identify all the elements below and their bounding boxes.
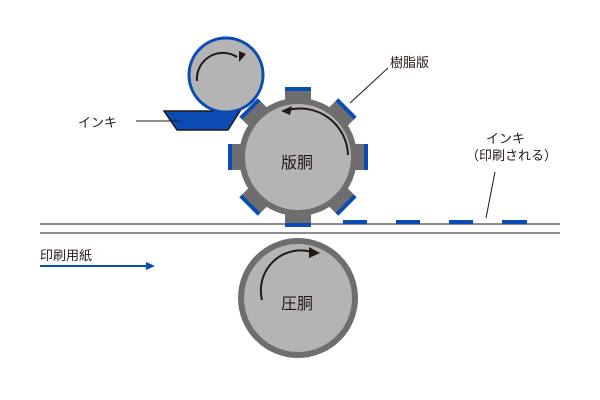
ink-roller xyxy=(187,36,265,114)
resin-plate xyxy=(239,186,269,216)
resin-plate xyxy=(239,98,269,128)
impression-cylinder-rotation-arrow xyxy=(259,249,313,301)
printed-ink-marks xyxy=(343,220,527,224)
ink-label: インキ xyxy=(78,116,118,131)
printed-ink-label: インキ xyxy=(486,132,526,147)
resin-plate xyxy=(327,186,357,216)
plate-cylinder-label: 版胴 xyxy=(281,153,314,172)
resin-plate xyxy=(327,98,357,128)
resin-plate-label: 樹脂版 xyxy=(390,56,430,71)
plate-cylinder-rotation-arrow xyxy=(287,107,349,156)
printing-paper-label: 印刷用紙 xyxy=(40,249,93,264)
printed-ink-leader-line xyxy=(485,171,496,219)
resin-plate-leader-line xyxy=(349,67,389,104)
printed-ink-note: （印刷される） xyxy=(466,149,558,164)
impression-cylinder-label: 圧胴 xyxy=(281,294,314,313)
ink-roller-rotation-arrow xyxy=(195,51,238,82)
